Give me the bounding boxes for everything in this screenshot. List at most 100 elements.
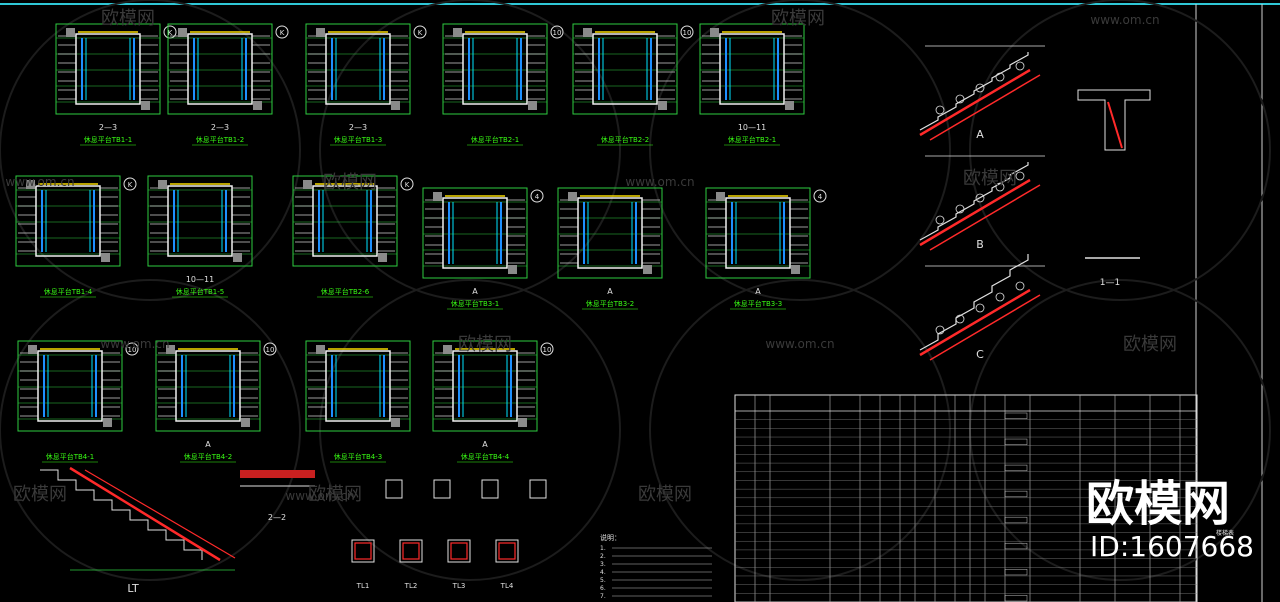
rebar-tag	[1015, 171, 1025, 181]
table-right-caption: 楼梯表	[1216, 529, 1234, 537]
axis-label: K	[418, 29, 423, 37]
column	[158, 180, 167, 189]
notes-line: 4.	[600, 569, 606, 576]
corner-logo-id: ID:1607668	[1090, 530, 1254, 563]
axis-label: K	[405, 181, 410, 189]
column	[178, 28, 187, 37]
stair-type-label: C	[976, 348, 984, 361]
rebar-tag	[995, 72, 1005, 82]
rebar-tag	[975, 193, 985, 203]
plan-dim-frame	[155, 340, 261, 432]
column	[453, 28, 462, 37]
table-frame	[734, 394, 1198, 602]
stair-section: A	[919, 45, 1045, 141]
axis-label: 10	[683, 29, 692, 37]
column	[716, 192, 725, 201]
beam-rebar	[1107, 101, 1123, 149]
watermark-circle	[0, 0, 301, 301]
axis-bubble	[275, 25, 289, 39]
plan-title: 休息平台TB1-2	[196, 135, 245, 144]
axis-label: 2—3	[99, 123, 117, 132]
table-cell-mark	[1004, 438, 1028, 445]
beam-section	[351, 539, 375, 563]
watermark-circle	[0, 279, 301, 581]
axis-label: 10	[543, 346, 552, 354]
table-cell-mark	[1004, 569, 1028, 576]
plan-dim-frame	[167, 23, 273, 115]
stair-rebar	[929, 184, 1041, 251]
lt-rebar	[84, 469, 236, 559]
plan-dim-frame	[442, 23, 548, 115]
column	[643, 265, 652, 274]
axis-label: A	[472, 287, 478, 296]
column	[316, 28, 325, 37]
stair-type-label: A	[976, 128, 984, 141]
slab-outline	[725, 197, 791, 269]
watermark-text: 欧模网	[771, 8, 825, 29]
slab-outline	[167, 185, 233, 257]
rebar-tag	[935, 105, 945, 115]
column	[378, 253, 387, 262]
table-cell-mark	[1004, 542, 1028, 550]
plan-dim-frame	[699, 23, 805, 115]
slab-outline	[442, 197, 508, 269]
rebar-tag	[1015, 281, 1025, 291]
beam-detail-small	[481, 479, 499, 499]
table-cell-mark	[1004, 464, 1028, 472]
plan-dim-frame	[305, 340, 411, 432]
slab-outline	[325, 350, 391, 422]
stair-rebar	[919, 178, 1031, 247]
plan-title: 休息平台TB2-6	[321, 287, 370, 296]
notes-line: 1.	[600, 545, 606, 552]
watermark-text: 欧模网	[101, 8, 155, 29]
stair-profile	[919, 254, 1029, 351]
lt-label: LT	[127, 582, 139, 595]
beam-label: TL1	[356, 582, 370, 590]
stair-plan-views: K2—3休息平台TB1-1K2—3休息平台TB1-2K2—3休息平台TB1-31…	[15, 23, 827, 463]
axis-label: A	[205, 440, 211, 449]
beam-stirrup	[498, 542, 516, 560]
plan-view: 休息平台TB4-3	[305, 340, 411, 463]
plan-title: 休息平台TB3-1	[451, 299, 500, 308]
watermark-circle	[969, 0, 1271, 301]
slab-outline	[37, 350, 103, 422]
column	[101, 253, 110, 262]
axis-label: K	[280, 29, 285, 37]
plan-dim-frame	[572, 23, 678, 115]
watermark-circle	[319, 0, 621, 301]
watermark-url: www.om.cn	[285, 489, 354, 503]
axis-bubble	[530, 189, 544, 203]
plan-title: 休息平台TB4-2	[184, 452, 233, 461]
column	[233, 253, 242, 262]
column	[241, 418, 250, 427]
plan-title: 休息平台TB2-2	[601, 135, 650, 144]
beam-detail	[1077, 89, 1151, 151]
column	[508, 265, 517, 274]
watermark-text: 欧模网	[638, 484, 692, 505]
design-notes: 说明：1.2.3.4.5.6.7.	[600, 533, 712, 600]
beam-detail-small	[529, 479, 547, 499]
column	[583, 28, 592, 37]
watermark-circle	[649, 0, 951, 301]
column	[66, 28, 75, 37]
notes-line: 2.	[600, 553, 606, 560]
watermark-text: 欧模网	[458, 334, 512, 355]
axis-bubble	[550, 25, 564, 39]
column	[28, 345, 37, 354]
axis-label: 10—11	[738, 123, 766, 132]
axis-label: K	[128, 181, 133, 189]
plan-title: 休息平台TB1-5	[176, 287, 225, 296]
lt-rebar	[69, 466, 221, 562]
column	[785, 101, 794, 110]
notes-line: 5.	[600, 577, 606, 584]
slab-outline	[35, 185, 101, 257]
watermark-text: 欧模网	[13, 484, 67, 505]
rebar-tag	[955, 314, 965, 324]
table-cell-mark	[1004, 516, 1028, 524]
table-cell-mark	[1004, 595, 1028, 602]
